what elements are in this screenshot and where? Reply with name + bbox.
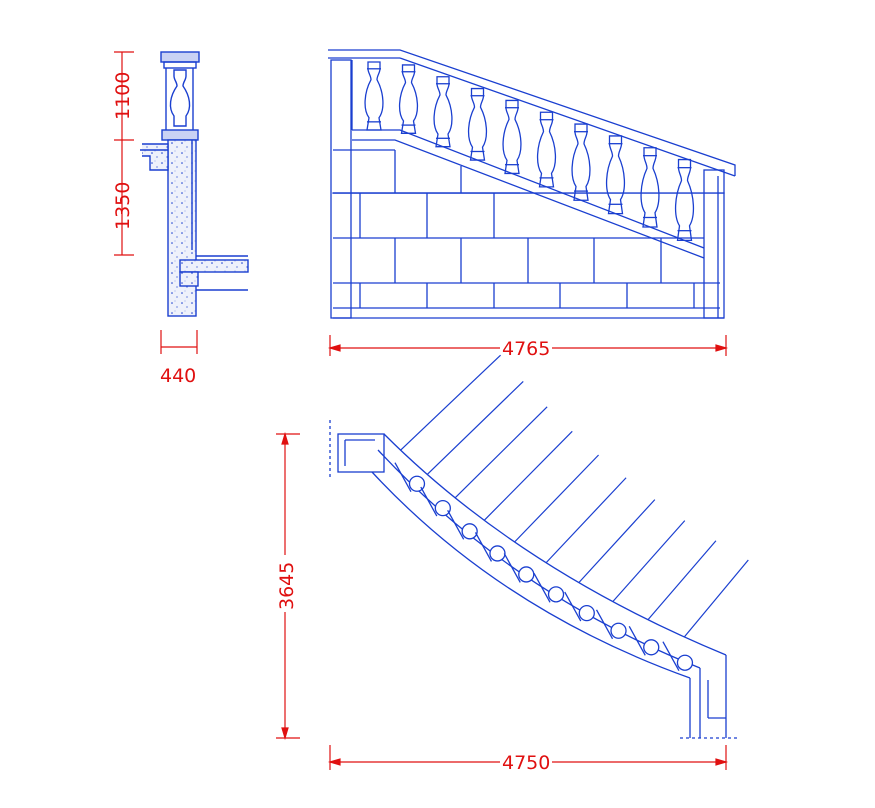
elevation-baluster: [536, 111, 557, 188]
plan-radial-line: [400, 354, 501, 451]
elevation-right-post: [703, 169, 725, 319]
plan-tread-divider: [564, 591, 582, 622]
plan-tread-divider: [662, 641, 680, 672]
dimension-4765: 4765: [502, 338, 550, 360]
plan-baluster: [547, 586, 565, 603]
elevation-baluster: [674, 158, 695, 242]
elevation-left-post: [330, 59, 352, 319]
plan-top-landing: [337, 433, 385, 473]
section-view: [140, 51, 249, 317]
elevation-baluster: [502, 99, 522, 175]
elevation-view: [328, 49, 736, 319]
elevation-baluster: [364, 61, 384, 131]
section-handrail-cap: [160, 51, 200, 63]
elevation-baluster: [398, 64, 419, 134]
plan-tread-divider: [595, 609, 614, 640]
plan-radial-line: [426, 380, 524, 475]
plan-radial-lines: [400, 354, 749, 638]
plan-dimensions: [276, 431, 729, 770]
plan-radial-line: [483, 430, 573, 521]
plan-tread-divider: [394, 462, 412, 493]
plan-baluster: [489, 545, 506, 562]
plan-tread-divider: [447, 510, 465, 540]
plan-radial-line: [683, 559, 749, 638]
plan-baluster: [461, 523, 478, 540]
dimension-4750: 4750: [502, 752, 550, 774]
plan-balusters: [394, 462, 694, 672]
plan-baluster: [643, 639, 660, 656]
elevation-baluster: [433, 76, 453, 148]
plan-radial-line: [454, 406, 548, 499]
elevation-dimension: [327, 335, 729, 356]
section-baluster: [169, 69, 191, 127]
plan-tread-divider: [420, 486, 438, 517]
dimension-440: 440: [160, 365, 196, 387]
plan-baluster: [518, 566, 535, 583]
elevation-baluster: [467, 87, 488, 161]
dimension-3645: 3645: [276, 562, 298, 610]
elevation-baluster: [571, 123, 591, 201]
plan-baluster: [676, 654, 694, 671]
plan-baluster: [434, 499, 451, 517]
elevation-baluster: [605, 135, 626, 215]
dimension-1100: 1100: [112, 72, 134, 120]
elevation-baluster: [640, 147, 660, 228]
plan-tread-divider: [533, 573, 551, 603]
plan-radial-line: [647, 540, 717, 621]
dimension-1350: 1350: [112, 182, 134, 230]
plan-tread-divider: [503, 553, 521, 583]
plan-baluster: [578, 604, 595, 622]
plan-radial-line: [514, 454, 599, 543]
plan-radial-line: [578, 499, 656, 584]
plan-baluster: [610, 622, 627, 639]
plan-radial-line: [612, 520, 686, 603]
plan-tread-divider: [628, 625, 646, 656]
section-dimensions: [114, 51, 198, 354]
plan-radial-line: [545, 477, 627, 564]
plan-view: [329, 420, 740, 739]
elevation-balusters: [364, 61, 695, 242]
section-floor-slab: [179, 259, 249, 273]
plan-tread-divider: [474, 532, 493, 562]
